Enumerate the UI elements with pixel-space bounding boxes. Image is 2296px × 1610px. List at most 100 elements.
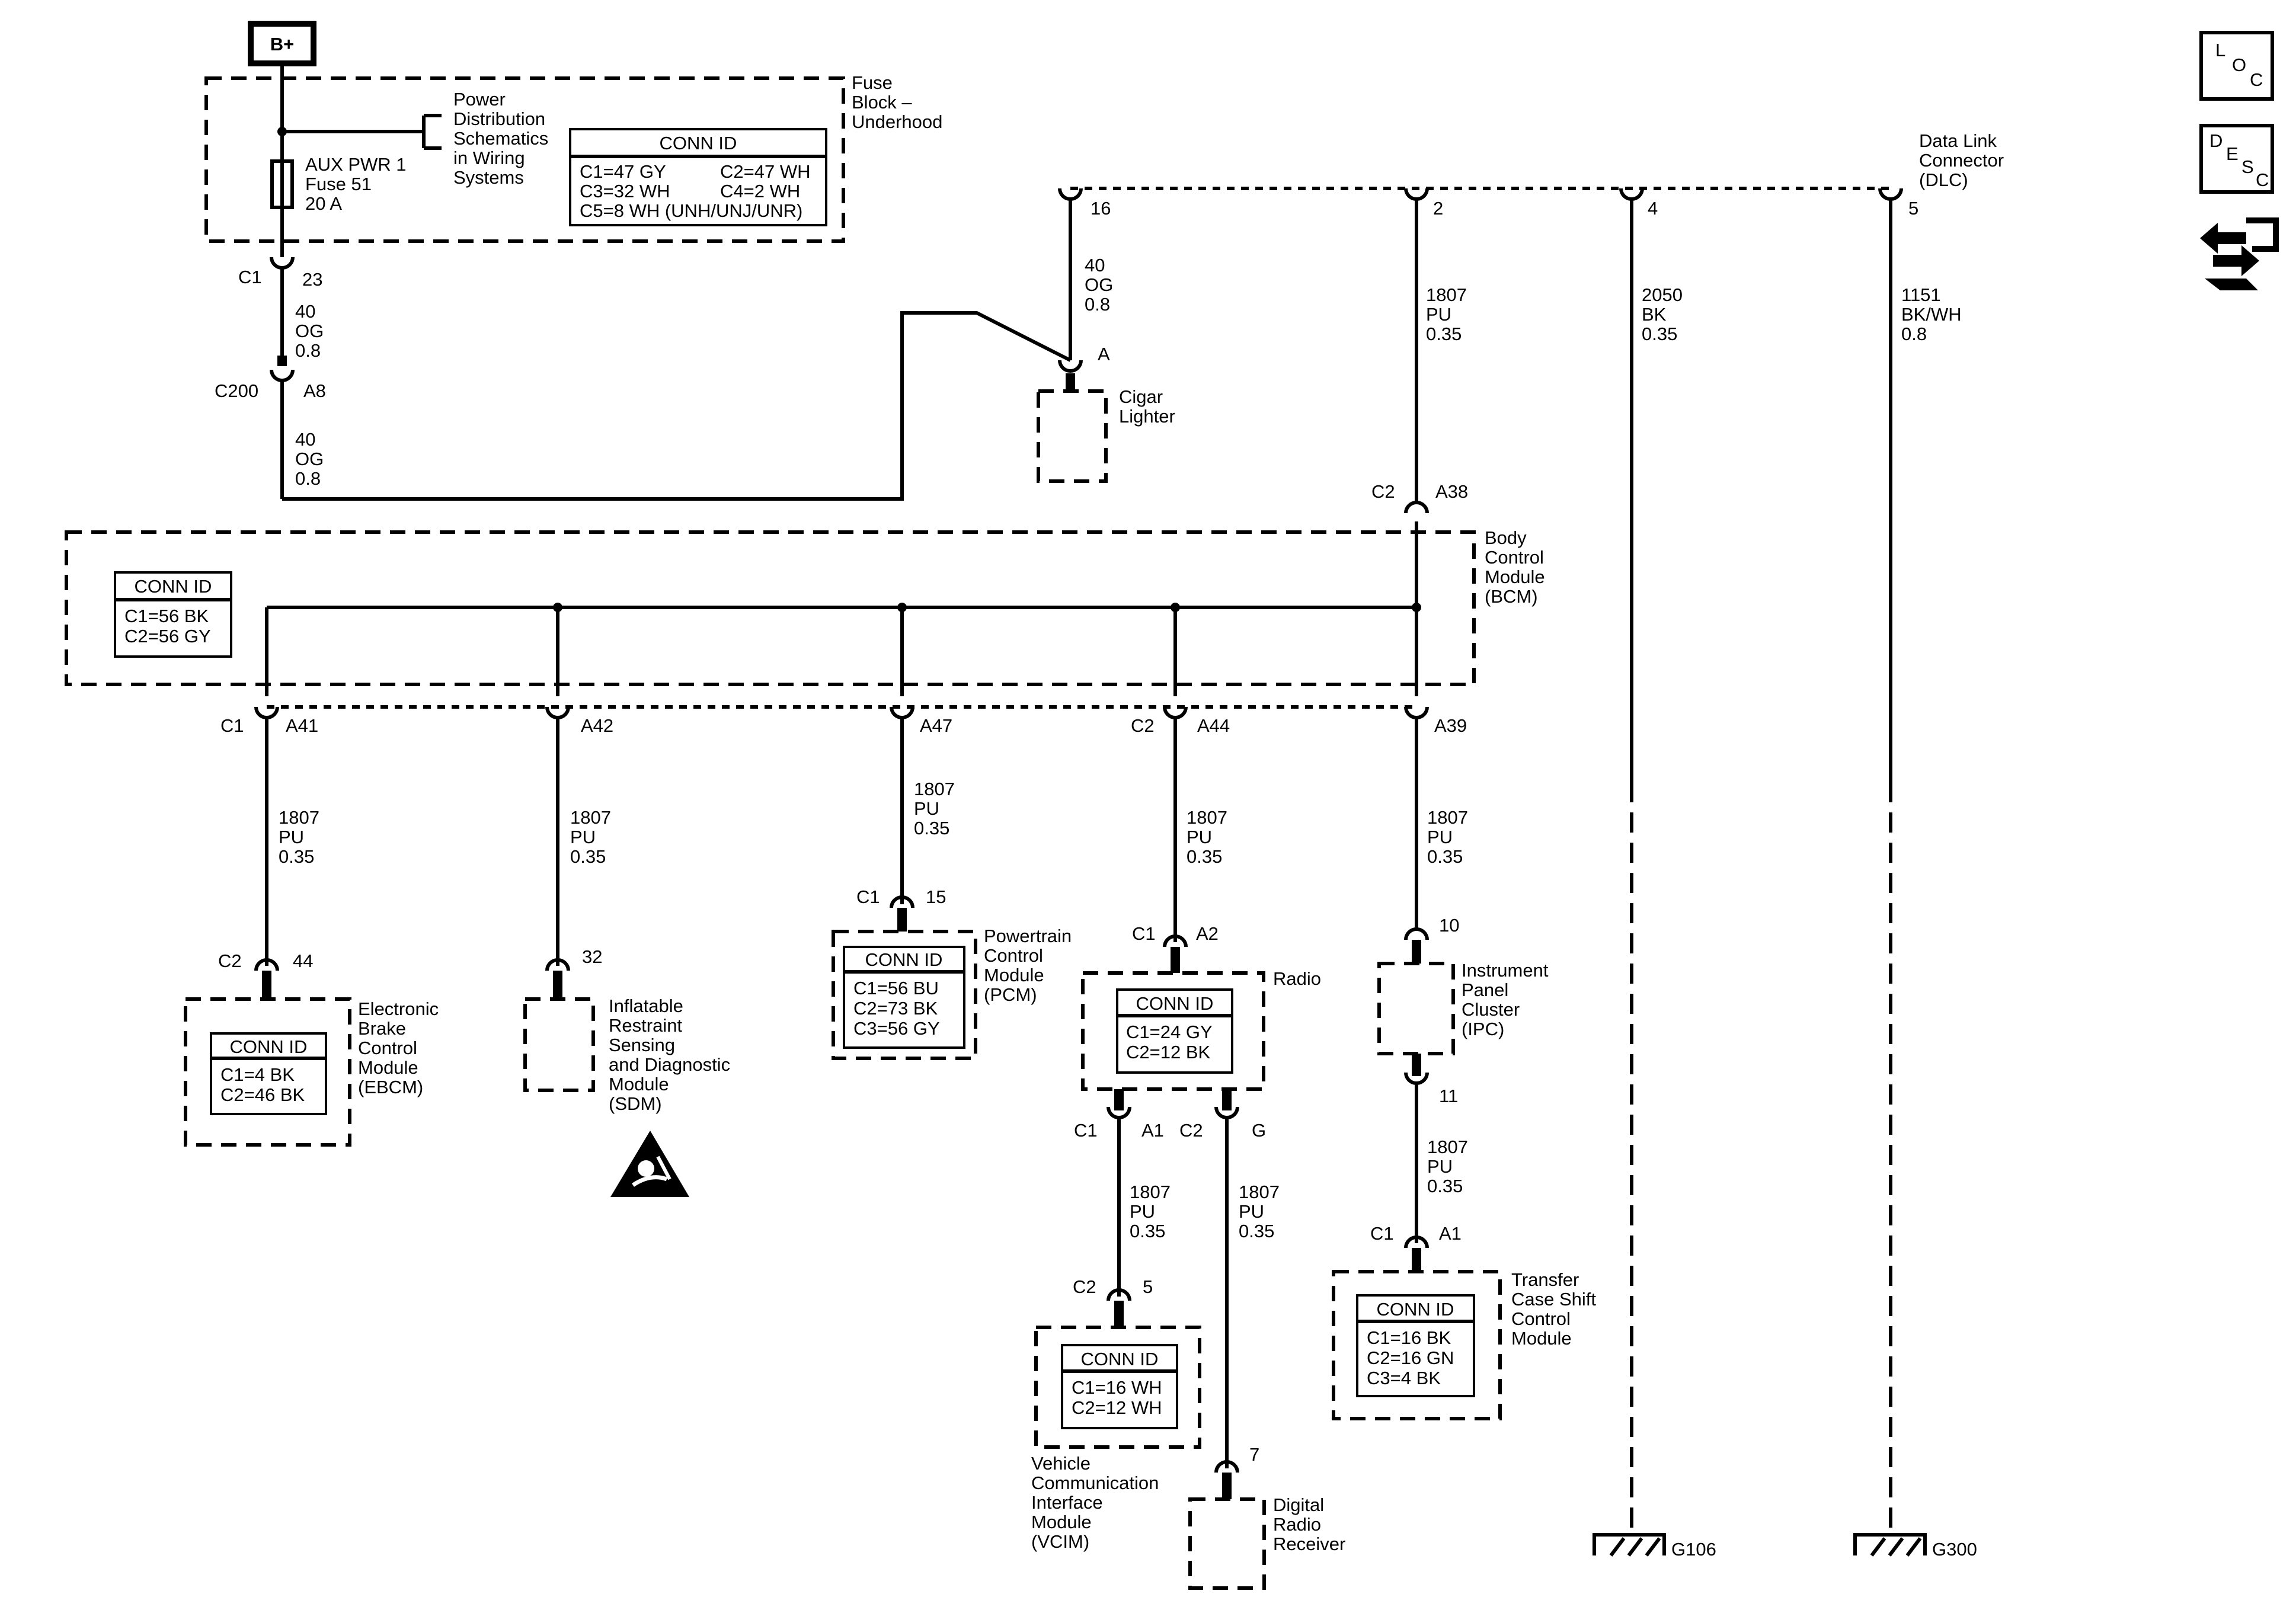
conn-id-row: C3=32 WH [580, 181, 670, 201]
connector-name: C1 [1074, 1120, 1098, 1141]
desc-letter: E [2226, 143, 2239, 164]
radio-label: Radio [1273, 968, 1321, 989]
airbag-warning-icon [610, 1131, 689, 1197]
cigar-lighter-pin [1066, 373, 1075, 391]
conn-id-row: C4=2 WH [720, 181, 800, 201]
connector-name: C2 [1179, 1120, 1203, 1141]
ipc-outline [1377, 962, 1455, 1055]
connector-hand-icon[interactable] [2200, 217, 2279, 290]
conn-id-row: C3=56 GY [853, 1018, 940, 1039]
pin-number: 5 [1143, 1276, 1153, 1297]
pin-number: 10 [1439, 915, 1459, 936]
conn-id-row: C2=73 BK [853, 998, 938, 1019]
connector-name: C200 [215, 380, 258, 401]
pin-number: A [1098, 344, 1110, 364]
pin-number: A8 [303, 380, 326, 401]
connector-name: C2 [1131, 715, 1155, 736]
pin-number: 7 [1249, 1444, 1259, 1465]
radio-connector [1163, 934, 1188, 948]
pin-number: A38 [1435, 481, 1468, 502]
vcim-connector [1107, 1288, 1131, 1301]
splice-dot [1171, 603, 1180, 612]
conn-id-row: C2=56 GY [124, 626, 211, 646]
connector-c1-fuse [270, 257, 295, 270]
vcim-pin [1114, 1301, 1124, 1327]
pin-number: A41 [286, 715, 318, 736]
dlc-pin16-connector [1058, 188, 1083, 201]
pin-number: A47 [920, 715, 952, 736]
pin-number: 23 [302, 269, 322, 290]
desc-letter: D [2209, 130, 2223, 151]
connector-name: C1 [238, 267, 262, 287]
conn-id-row: C2=47 WH [720, 161, 810, 182]
ground-label: G300 [1932, 1539, 1977, 1560]
conn-id-row: C3=4 BK [1367, 1368, 1441, 1388]
connector-name: C1 [856, 886, 880, 907]
conn-id-row: C1=47 GY [580, 161, 666, 182]
sdm-pin [553, 971, 562, 999]
loc-letter: C [2250, 69, 2263, 90]
conn-id-row: C1=16 WH [1072, 1377, 1162, 1398]
bcm-outline [65, 530, 1476, 686]
conn-id-title: CONN ID [1136, 993, 1214, 1014]
ebcm-connector [254, 958, 279, 971]
loc-button[interactable]: L O C [2199, 31, 2274, 101]
connector-c200-male [277, 356, 287, 366]
conn-id-title: CONN ID [660, 133, 737, 153]
battery-positive-label: B+ [270, 34, 295, 55]
fuse-block-outline [204, 76, 845, 243]
tcscm-outline [1332, 1270, 1502, 1420]
pin-number: 2 [1433, 198, 1443, 219]
conn-id-title: CONN ID [865, 949, 943, 970]
fuse-block-conn-id: CONN ID C1=47 GY C2=47 WH C3=32 WH C4=2 … [569, 128, 827, 226]
conn-id-row: C2=16 GN [1367, 1347, 1454, 1368]
loc-letter: O [2232, 55, 2246, 75]
ipc-in-connector [1404, 927, 1429, 940]
bcm-c2-a38-connector [1404, 501, 1429, 514]
desc-button[interactable]: D E S C [2199, 124, 2274, 194]
bcm-conn-id: CONN ID C1=56 BK C2=56 GY [114, 571, 232, 658]
conn-id-title: CONN ID [1377, 1299, 1454, 1320]
radio-outline [1081, 971, 1265, 1091]
pin-number: 4 [1648, 198, 1658, 219]
desc-letter: S [2241, 156, 2254, 177]
pin-number: 16 [1091, 198, 1111, 219]
conn-id-row: C2=12 WH [1072, 1397, 1162, 1418]
pcm-conn-id: CONN ID C1=56 BU C2=73 BK C3=56 GY [843, 946, 965, 1049]
pin-number: A42 [581, 715, 613, 736]
ipc-out-pin [1412, 1054, 1421, 1076]
connector-c200 [270, 369, 295, 382]
tcscm-conn-id: CONN ID C1=16 BK C2=16 GN C3=4 BK [1356, 1294, 1475, 1397]
drr-outline [1188, 1497, 1266, 1590]
conn-id-row: C5=8 WH (UNH/UNJ/UNR) [580, 200, 802, 221]
conn-id-row: C1=16 BK [1367, 1327, 1451, 1348]
radio-conn-id: CONN ID C1=24 GY C2=12 BK [1116, 988, 1233, 1074]
radio-pin [1171, 947, 1180, 973]
splice-dot [553, 603, 562, 612]
splice-dot [1412, 603, 1421, 612]
pcm-pin [897, 908, 907, 932]
desc-letter: C [2256, 169, 2269, 190]
tcscm-connector [1404, 1235, 1429, 1249]
pin-number: 11 [1439, 1086, 1458, 1106]
ebcm-conn-id: CONN ID C1=4 BK C2=46 BK [210, 1032, 327, 1115]
ipc-in-pin [1412, 940, 1421, 964]
radio-out1-pin [1114, 1089, 1124, 1110]
ebcm-outline [184, 997, 351, 1147]
